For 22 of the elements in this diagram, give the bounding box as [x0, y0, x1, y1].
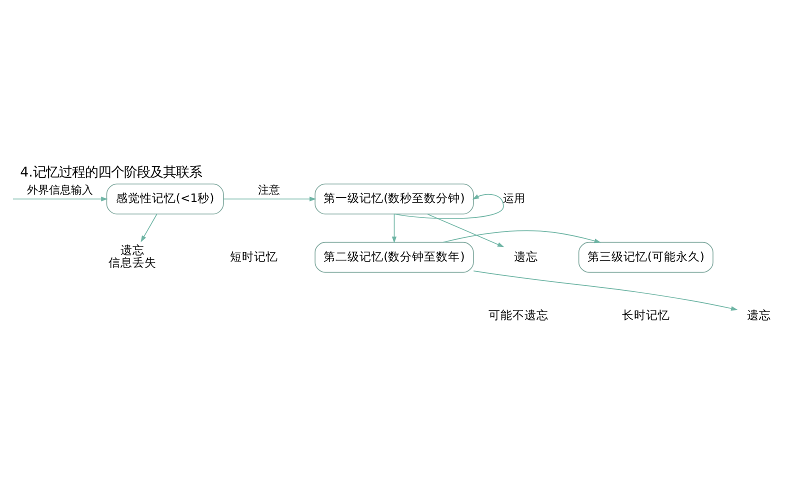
label: 短时记忆: [230, 249, 278, 264]
edge-label: 外界信息输入: [26, 184, 93, 196]
arrow: [140, 214, 158, 242]
arrow: [392, 214, 397, 244]
arrow: [473, 270, 738, 311]
node-text: 遗忘: [514, 249, 538, 264]
label: 可能不遗忘: [488, 308, 548, 322]
arrow: [12, 196, 108, 202]
node-text: 遗忘 信息丢失: [108, 243, 157, 270]
arrow: [427, 214, 504, 248]
node-text: 遗忘: [747, 308, 772, 322]
edge-label: 运用: [503, 192, 526, 205]
node-box: 感觉性记忆(<1秒): [106, 184, 224, 214]
arrow: [394, 194, 504, 220]
node-box: 第二级记忆(数分钟至数年): [314, 242, 474, 273]
node-box: 第一级记忆(数秒至数分钟): [314, 184, 474, 214]
arrow: [442, 230, 602, 244]
edge-label: 注意: [258, 184, 280, 196]
label: 长时记忆: [622, 308, 670, 322]
arrow: [223, 196, 316, 202]
diagram-title: 4.记忆过程的四个阶段及其联系: [20, 165, 202, 180]
node-box: 第三级记忆(可能永久): [578, 242, 714, 273]
